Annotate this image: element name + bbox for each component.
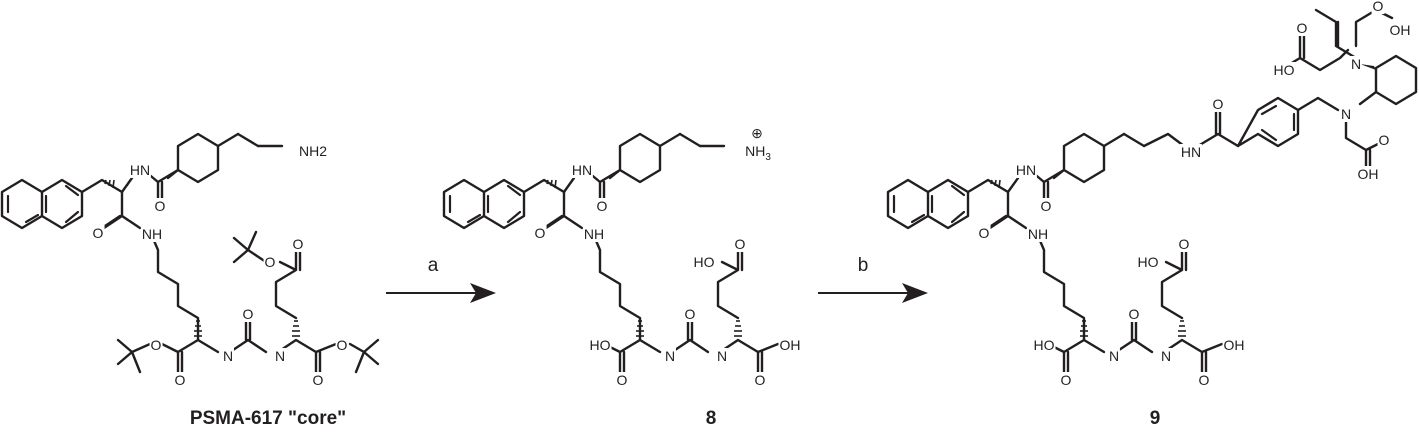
- atom-o-ester-top: O: [263, 254, 277, 270]
- atom-o-acid-left: O: [615, 372, 629, 388]
- atom-hn-top: HN: [128, 162, 152, 178]
- atom-o-acid-top: O: [1177, 236, 1191, 252]
- atom-n-top: N: [1349, 56, 1363, 72]
- atom-o-mid-acid: O: [1377, 132, 1391, 148]
- atom-ho-top: HO: [692, 254, 716, 270]
- atom-hn-top: HN: [1014, 162, 1038, 178]
- atom-oc-ester-left: O: [173, 372, 187, 388]
- atom-oh-right: OH: [778, 337, 802, 353]
- atom-o-mid: O: [91, 225, 105, 241]
- atom-o-acid-right: O: [753, 372, 767, 388]
- atom-nh-mid: NH: [140, 226, 164, 242]
- atom-n-urea-right: N: [1159, 348, 1173, 364]
- atom-n-urea-left: N: [1107, 348, 1121, 364]
- atom-o-urea: O: [241, 306, 255, 322]
- atom-o-mid: O: [533, 225, 547, 241]
- atom-n-urea-right: N: [715, 348, 729, 364]
- step-label-b: b: [857, 255, 869, 276]
- atom-oh-mid-acid: OH: [1356, 166, 1380, 182]
- atom-nh-mid: NH: [582, 226, 606, 242]
- atom-oc-ester-top: O: [291, 236, 305, 252]
- atom-ho-left: HO: [1032, 337, 1056, 353]
- arrow-a: [386, 283, 496, 303]
- molecule-8: [442, 132, 780, 376]
- arrow-b: [818, 283, 928, 303]
- atom-charge: ⊕: [750, 125, 764, 141]
- atom-oh-right: OH: [1222, 337, 1246, 353]
- atom-hn-top: HN: [570, 162, 594, 178]
- molecule-psma617-core: [0, 132, 380, 376]
- caption-psma617-core: PSMA-617 "core": [189, 408, 347, 429]
- atom-o-top: O: [595, 198, 609, 214]
- step-label-a: a: [427, 255, 439, 276]
- atom-nh3: NH3: [744, 143, 772, 163]
- molecule-9: [886, 0, 1418, 376]
- atom-o-ester-right: O: [335, 337, 349, 353]
- atom-o-acid-right: O: [1197, 372, 1211, 388]
- atom-ho-top: HO: [1136, 254, 1160, 270]
- atom-o-urea: O: [683, 306, 697, 322]
- caption-compound-8: 8: [705, 408, 717, 429]
- atom-o-linker: O: [1211, 96, 1225, 112]
- atom-o-left-acid: O: [1295, 20, 1309, 36]
- atom-o-top-acid: O: [1371, 0, 1385, 14]
- atom-n-urea-left: N: [663, 348, 677, 364]
- atom-o-ester-left: O: [149, 337, 163, 353]
- atom-o-top: O: [153, 198, 167, 214]
- atom-o-acid-top: O: [733, 236, 747, 252]
- atom-oc-ester-right: O: [311, 372, 325, 388]
- atom-o-urea: O: [1127, 306, 1141, 322]
- atom-n-mid: N: [1339, 106, 1353, 122]
- atom-o-top: O: [1039, 198, 1053, 214]
- atom-nh2: NH2: [297, 143, 329, 159]
- atom-ho-left-acid: HO: [1272, 62, 1296, 78]
- atom-o-acid-left: O: [1059, 372, 1073, 388]
- atom-nh-mid: NH: [1026, 226, 1050, 242]
- atom-o-mid: O: [977, 225, 991, 241]
- atom-n-urea-left: N: [221, 348, 235, 364]
- atom-n-urea-right: N: [273, 348, 287, 364]
- atom-oh-top-right: OH: [1388, 22, 1412, 38]
- atom-hn-linker: HN: [1179, 144, 1203, 160]
- atom-ho-left: HO: [588, 337, 612, 353]
- caption-compound-9: 9: [1149, 408, 1161, 429]
